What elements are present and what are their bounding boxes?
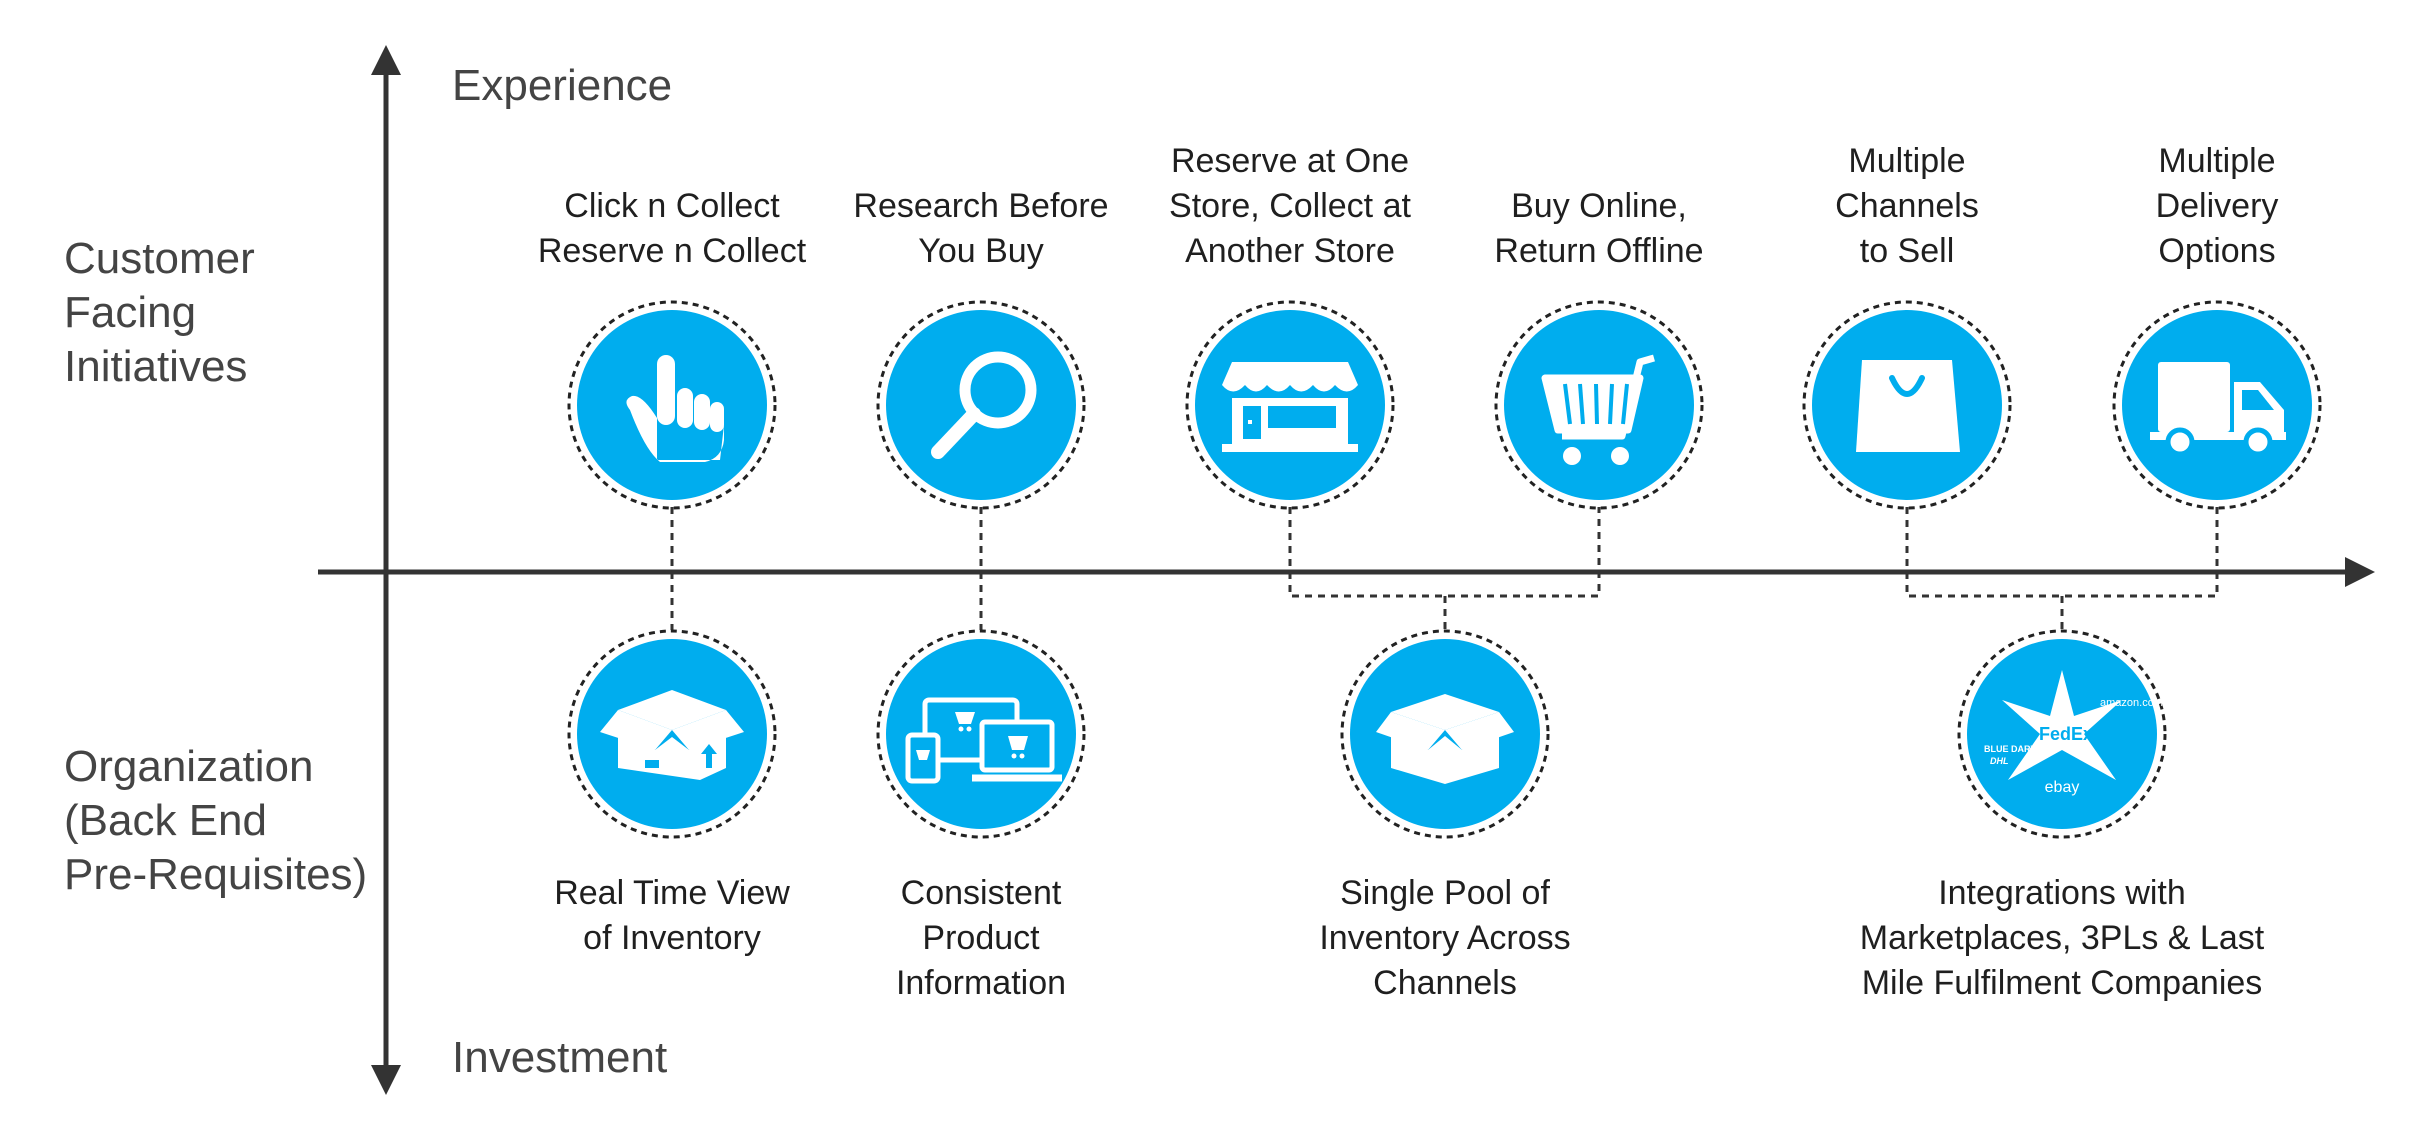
partner-logo-dhl: DHL bbox=[1990, 756, 2009, 766]
initiative-label-reserve-store: Reserve at One Store, Collect at Another… bbox=[1169, 142, 1411, 270]
side-label-organization: Organization (Back End Pre-Requisites) bbox=[64, 742, 368, 899]
prereq-label-inventory-pool: Single Pool of Inventory Across Channels bbox=[1319, 874, 1571, 1002]
prereq-label-inventory-view: Real Time View of Inventory bbox=[554, 874, 790, 957]
initiative-label-buy-online: Buy Online, Return Offline bbox=[1494, 187, 1704, 270]
connectors bbox=[670, 507, 2219, 630]
initiative-label-research: Research Before You Buy bbox=[853, 187, 1109, 270]
initiative-circle bbox=[876, 300, 1086, 510]
partner-logos-icon: amazon.com FedEx BLUE DART DHL ebay bbox=[1984, 670, 2163, 796]
prerequisite-circle bbox=[876, 629, 1086, 839]
prerequisite-circle: amazon.com FedEx BLUE DART DHL ebay bbox=[1957, 629, 2167, 839]
pointing-hand-icon bbox=[626, 355, 724, 462]
initiative-label-delivery: Multiple Delivery Options bbox=[2155, 142, 2279, 270]
initiative-circle bbox=[1802, 300, 2012, 510]
prereq-label-integrations: Integrations with Marketplaces, 3PLs & L… bbox=[1859, 874, 2265, 1002]
open-box-arrow-icon bbox=[600, 690, 744, 780]
shopping-bag-icon bbox=[1856, 360, 1960, 452]
open-box-icon bbox=[1376, 694, 1514, 784]
partner-logo-bluedart: BLUE DART bbox=[1984, 744, 2036, 754]
partner-logo-fedex: FedEx bbox=[2039, 724, 2093, 744]
axis-label-investment: Investment bbox=[452, 1033, 668, 1082]
initiative-circle bbox=[567, 300, 777, 510]
prerequisite-circle bbox=[567, 629, 777, 839]
prerequisite-circle bbox=[1340, 629, 1550, 839]
side-label-customer-facing: Customer Facing Initiatives bbox=[64, 234, 255, 391]
prereq-label-product-info: Consistent Product Information bbox=[895, 874, 1067, 1002]
partner-logo-amazon: amazon.com bbox=[2100, 697, 2163, 709]
initiative-label-click-collect: Click n Collect Reserve n Collect bbox=[537, 187, 807, 270]
axis-label-experience: Experience bbox=[452, 61, 673, 110]
initiative-circle bbox=[1185, 300, 1395, 510]
initiative-circle bbox=[2112, 300, 2322, 510]
initiative-circle bbox=[1494, 300, 1704, 510]
partner-logo-ebay: ebay bbox=[2045, 779, 2080, 796]
magnifier-icon bbox=[931, 351, 1037, 459]
initiative-label-channels: Multiple Channels to Sell bbox=[1835, 142, 1979, 270]
